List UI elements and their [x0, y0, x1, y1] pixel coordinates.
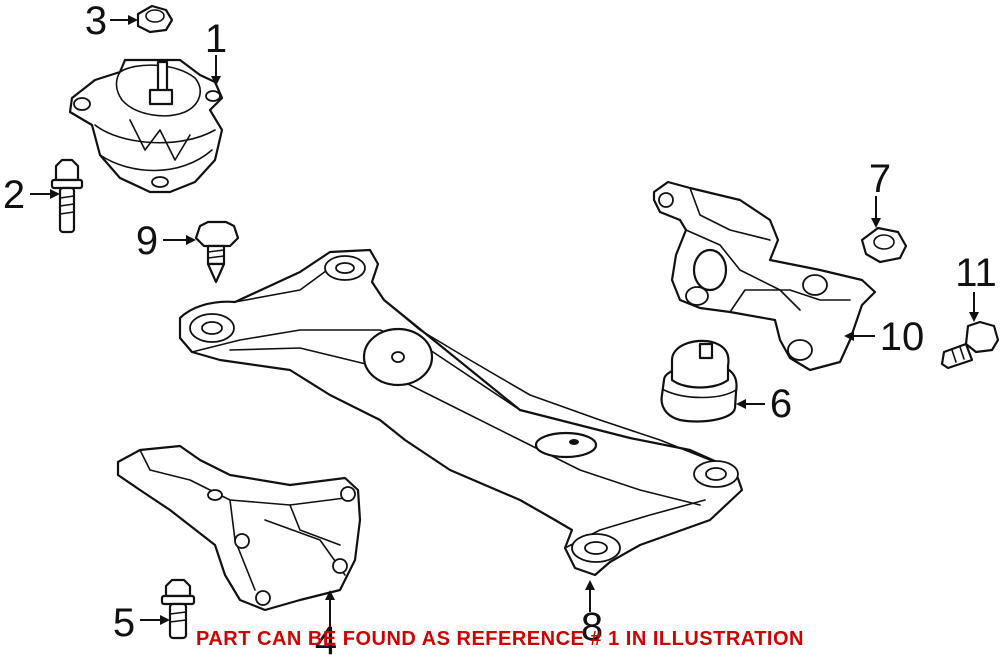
engine-mount-part[interactable] [68, 58, 224, 194]
transmission-bracket-part[interactable] [116, 444, 362, 612]
callout-11: 11 [955, 251, 997, 295]
callout-7: 7 [869, 157, 891, 201]
nut-3-part[interactable] [136, 4, 174, 34]
callout-8: 8 [581, 605, 603, 649]
callout-4: 4 [315, 619, 337, 660]
callout-1: 1 [205, 17, 227, 61]
bolt-11-part[interactable] [940, 320, 1000, 370]
leader-lines [30, 15, 979, 630]
mount-bracket-part[interactable] [652, 180, 877, 372]
callout-10: 10 [880, 315, 925, 359]
bolt-9-part[interactable] [194, 220, 240, 284]
callout-5: 5 [113, 601, 135, 645]
transmission-mount-part[interactable] [660, 339, 738, 423]
callout-9: 9 [136, 219, 158, 263]
bolt-2-part[interactable] [50, 158, 84, 234]
bolt-5-part[interactable] [160, 578, 196, 640]
nut-7-part[interactable] [860, 226, 908, 264]
callout-3: 3 [85, 0, 107, 43]
callout-6: 6 [770, 382, 792, 426]
crossmember-part[interactable] [178, 248, 744, 577]
callout-2: 2 [3, 173, 25, 217]
reference-notice: PART CAN BE FOUND AS REFERENCE # 1 IN IL… [196, 628, 804, 650]
